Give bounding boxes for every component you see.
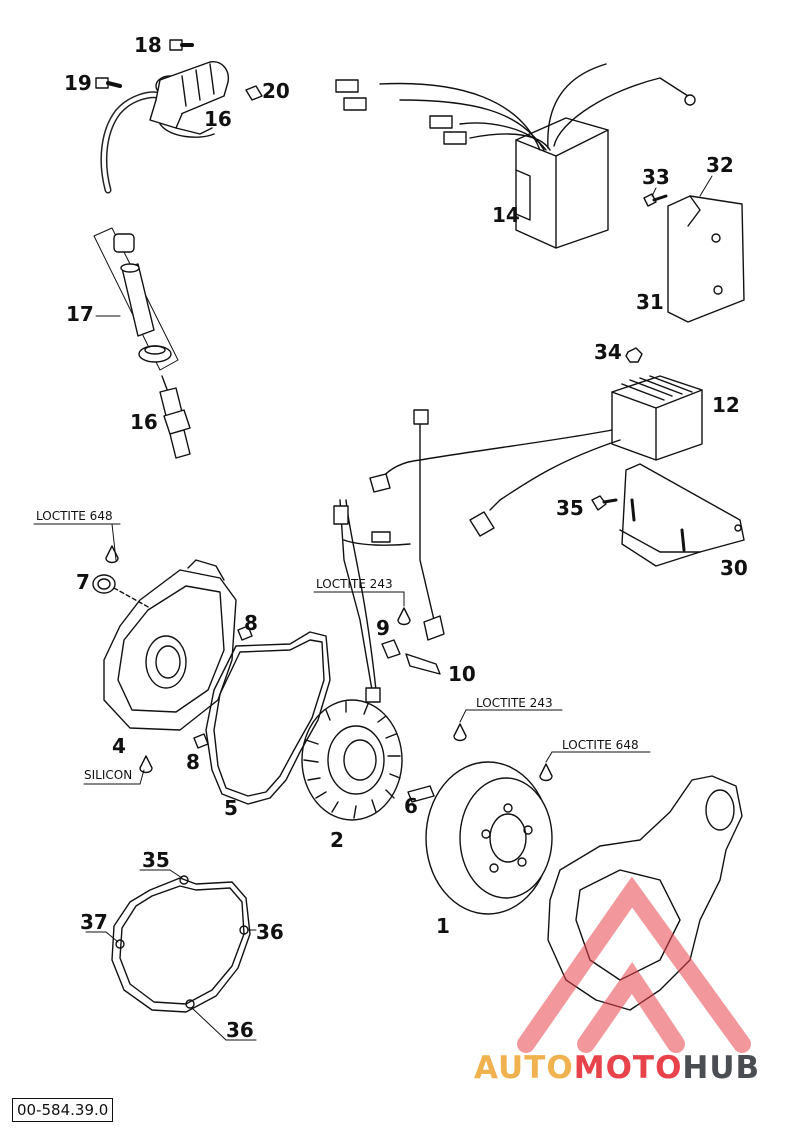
label-part-20: 30	[720, 556, 748, 580]
dowel-8-bottom	[193, 733, 209, 749]
generator-cover	[103, 559, 237, 731]
loctite-drop-648-left	[105, 545, 119, 564]
note-loctite-243-top: LOCTITE 243	[316, 577, 393, 591]
drawing-reference: 00-584.39.0	[12, 1098, 114, 1122]
label-part-30: 31	[636, 290, 664, 314]
label-part-6: 6	[404, 794, 418, 818]
label-part-14: 16	[204, 107, 232, 131]
silicon-drop	[139, 755, 153, 774]
label-part-9: 9	[376, 616, 390, 640]
watermark-word-moto: MOTO	[573, 1050, 683, 1086]
stator	[301, 499, 411, 821]
watermark-logo: AUTOMOTOHUB	[474, 1050, 760, 1086]
label-part-37: 37	[80, 910, 108, 934]
screw-34	[591, 495, 618, 511]
loctite-drop-243-top	[397, 607, 411, 626]
bracket-20	[619, 463, 745, 567]
note-silicon: SILICON	[84, 768, 133, 782]
label-part-5: 5	[224, 796, 238, 820]
bolt-18-left	[95, 77, 122, 89]
label-part-35-top: 35	[142, 848, 170, 872]
spark-plug-cap	[93, 227, 179, 371]
screw-32	[643, 193, 668, 207]
label-part-1: 1	[436, 914, 450, 938]
bolt-18-top	[169, 39, 194, 51]
clip-19	[245, 85, 263, 101]
note-loctite-648-right: LOCTITE 648	[562, 738, 639, 752]
label-part-36: 36	[256, 920, 284, 944]
pickup-wire	[381, 409, 445, 675]
label-part-32: 33	[642, 165, 670, 189]
loctite-drop-648-right	[539, 763, 553, 782]
loctite-drop-243-right	[453, 723, 467, 742]
gasket-5	[205, 631, 331, 805]
dowel-8-top	[237, 625, 253, 641]
watermark-word-auto: AUTO	[474, 1050, 574, 1086]
label-part-17: 17	[66, 302, 94, 326]
ignition-coil	[100, 61, 229, 194]
label-part-7: 7	[76, 570, 90, 594]
watermark-mark	[517, 876, 751, 1053]
label-part-33: 34	[594, 340, 622, 364]
label-part-18-top: 18	[134, 33, 162, 57]
seal-7	[92, 574, 151, 609]
label-part-2: 2	[330, 828, 344, 852]
label-part-4: 4	[112, 734, 126, 758]
bracket-30	[667, 195, 745, 323]
label-part-12: 12	[712, 393, 740, 417]
nut-33	[625, 347, 643, 363]
label-part-18-left: 19	[64, 71, 92, 95]
label-part-10: 10	[448, 662, 476, 686]
label-part-19: 20	[262, 79, 290, 103]
note-loctite-243-right: LOCTITE 243	[476, 696, 553, 710]
label-part-8-bottom: 8	[186, 750, 200, 774]
spark-plug	[159, 375, 191, 459]
cdi-unit	[335, 63, 696, 249]
label-part-31: 32	[706, 153, 734, 177]
label-part-13: 14	[492, 203, 520, 227]
flywheel	[425, 761, 553, 915]
label-part-8-top: 8	[244, 611, 258, 635]
label-part-35-bottom: 36	[226, 1018, 254, 1042]
screw-6	[407, 785, 435, 803]
regulator	[369, 375, 703, 537]
watermark-word-hub: HUB	[682, 1050, 761, 1086]
note-loctite-648-left: LOCTITE 648	[36, 509, 113, 523]
label-part-16: 16	[130, 410, 158, 434]
label-part-34: 35	[556, 496, 584, 520]
gasket-35	[111, 875, 251, 1013]
leader-lines	[33, 175, 713, 1041]
